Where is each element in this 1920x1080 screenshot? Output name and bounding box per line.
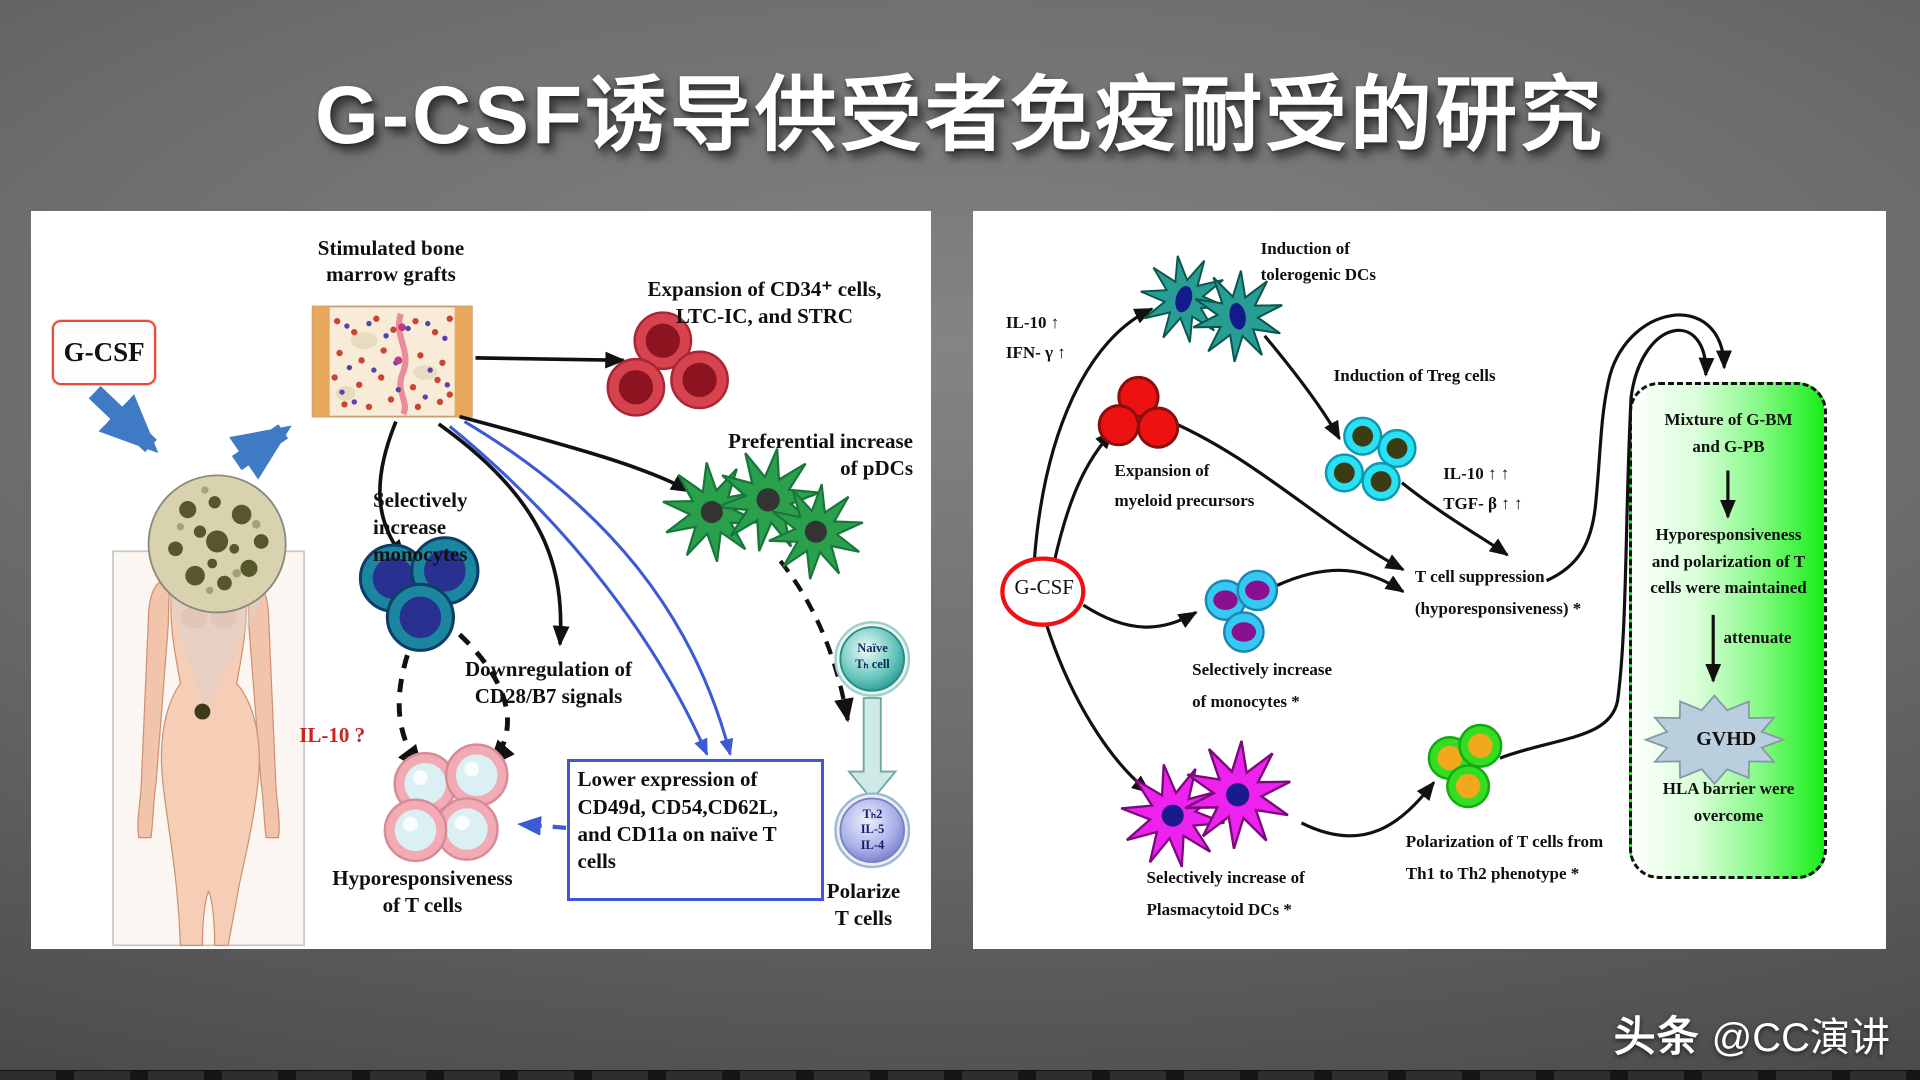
label-polarize-t-cells: Polarize T cells (826, 879, 901, 931)
label-gvhd: GVHD (1696, 727, 1757, 750)
label-t-cell-suppression: T cell suppression (hyporesponsiveness) … (1414, 566, 1582, 619)
bone-marrow-micrograph (311, 305, 473, 418)
lower-expression-box: Lower expression of CD49d, CD54,CD62L, a… (566, 759, 824, 902)
naive-th-cell-icon (834, 621, 911, 697)
watermark-brand-logo: 头条 (1613, 1013, 1700, 1060)
gcsf-box-label: G-CSF (63, 336, 145, 367)
label-il10-ifn: IL-10 ↑ IFN- γ ↑ (1005, 313, 1066, 363)
label-selectively-increase-monocytes: Selectively increase monocytes (373, 488, 468, 566)
left-diagram-panel: G-CSF Stimulated bone marrow grafts Expa… (31, 211, 931, 949)
label-attenuate: attenuate (1723, 627, 1792, 647)
gcsf-box: G-CSF (51, 320, 157, 385)
gvhd-starburst (1643, 694, 1786, 786)
right-diagram-graphics (1000, 249, 1786, 873)
label-treg-cells: Induction of Treg cells (1333, 365, 1496, 385)
left-diagram-graphics (88, 305, 911, 947)
label-lower-expression: Lower expression of CD49d, CD54,CD62L, a… (577, 767, 779, 874)
label-th2-cell: Tₕ2 IL-5 IL-4 (860, 806, 885, 852)
label-il10-tgf: IL-10 ↑ ↑ TGF- β ↑ ↑ (1443, 463, 1523, 513)
watermark: 头条 @CC演讲 (1614, 1003, 1890, 1064)
right-connector-arrows (1032, 307, 1736, 838)
label-stimulated-bone-marrow: Stimulated bone marrow grafts (317, 235, 465, 287)
watermark-handle: @CC演讲 (1711, 1016, 1890, 1060)
label-myeloid-precursors: Expansion of myeloid precursors (1114, 461, 1255, 510)
label-plasmacytoid-dcs: Selectively increase of Plasmacytoid DCs… (1146, 867, 1305, 920)
cyan-monocyte-cells-icon (1204, 569, 1279, 653)
label-naive-th-cell: Naïve Tₕ cell (855, 641, 890, 671)
teal-polarization-arrow (847, 697, 898, 802)
pdc-star-cells-icon (651, 442, 880, 595)
bottom-strip (0, 1070, 1920, 1080)
outcome-box (1628, 382, 1827, 879)
myeloid-precursor-cells-icon (1097, 375, 1180, 449)
slide-title: G-CSF诱导供受者免疫耐受的研究 (314, 70, 1606, 161)
plasmacytoid-dc-star-cells-icon (1113, 730, 1304, 873)
pink-t-cells-icon (383, 743, 509, 863)
label-hla-barrier: HLA barrier were overcome (1662, 779, 1795, 825)
th2-cell-icon (834, 792, 911, 869)
label-expansion-cd34: Expansion of CD34⁺ cells, LTC-IC, and ST… (647, 276, 882, 328)
label-mixture-gbm-gpb: Mixture of G-BM and G-PB (1664, 410, 1793, 456)
gcsf-node (1000, 556, 1086, 627)
label-tolerogenic-dcs: Induction of tolerogenic DCs (1260, 239, 1376, 285)
label-downregulation-cd28: Downregulation of CD28/B7 signals (464, 657, 633, 708)
label-preferential-pdcs: Preferential increase of pDCs (728, 428, 913, 480)
gcsf-node-label: G-CSF (1014, 574, 1074, 599)
treg-cells-icon (1324, 416, 1417, 502)
label-hypo-maintained: Hyporesponsiveness and polarization of T… (1650, 525, 1807, 598)
blue-mobilization-arrows (88, 385, 292, 480)
label-hyporesponsiveness-t-cells: Hyporesponsiveness of T cells (332, 865, 513, 917)
biopsy-micrograph-circle (147, 474, 287, 720)
label-polarization-th1-th2: Polarization of T cells from Th1 to Th2 … (1405, 831, 1604, 884)
right-diagram-panel: IL-10 ↑ IFN- γ ↑ Induction of tolerogeni… (973, 211, 1886, 949)
label-increase-monocytes: Selectively increase of monocytes * (1192, 659, 1332, 712)
tolerogenic-dc-star-cells-icon (1132, 249, 1294, 371)
patient-figure (112, 550, 305, 947)
label-il10-question: IL-10 ? (299, 722, 366, 747)
th2-polarized-cells-icon (1427, 723, 1503, 809)
